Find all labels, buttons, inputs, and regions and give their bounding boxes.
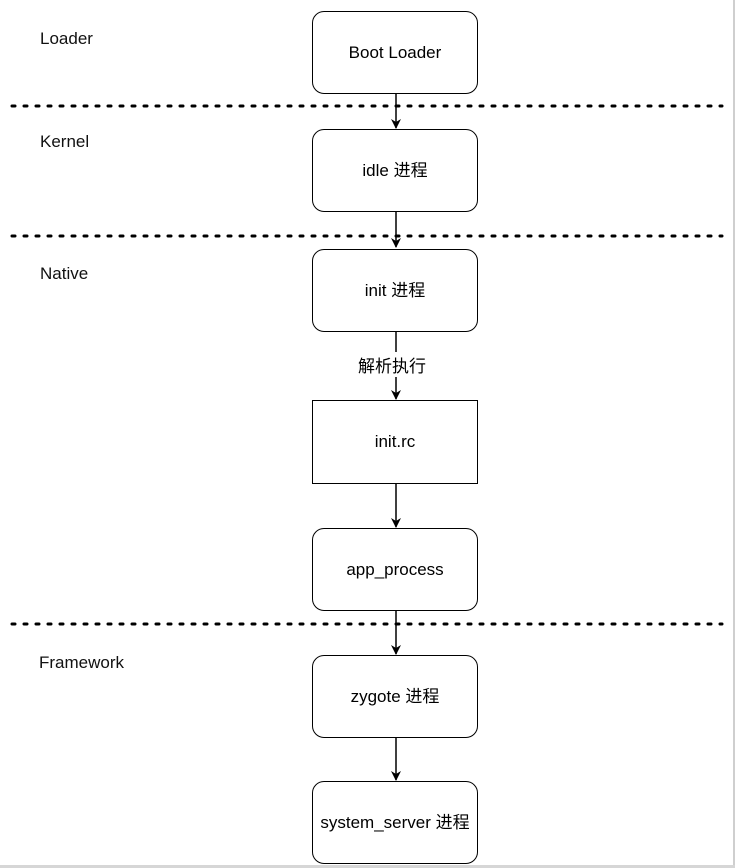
layer-label-kernel: Kernel	[40, 132, 90, 151]
layer-label-loader: Loader	[40, 29, 93, 48]
window-right-border	[733, 0, 735, 868]
edge-label-parse-execute: 解析执行	[356, 352, 428, 377]
node-init-rc: init.rc	[312, 400, 478, 484]
node-boot-loader: Boot Loader	[312, 11, 478, 94]
node-app-process: app_process	[312, 528, 478, 611]
window-bottom-border	[0, 865, 735, 868]
layer-label-framework: Framework	[39, 653, 125, 672]
node-system-server-process: system_server 进程	[312, 781, 478, 864]
node-init-process: init 进程	[312, 249, 478, 332]
node-idle-process: idle 进程	[312, 129, 478, 212]
node-zygote-process: zygote 进程	[312, 655, 478, 738]
layer-label-native: Native	[40, 264, 89, 283]
